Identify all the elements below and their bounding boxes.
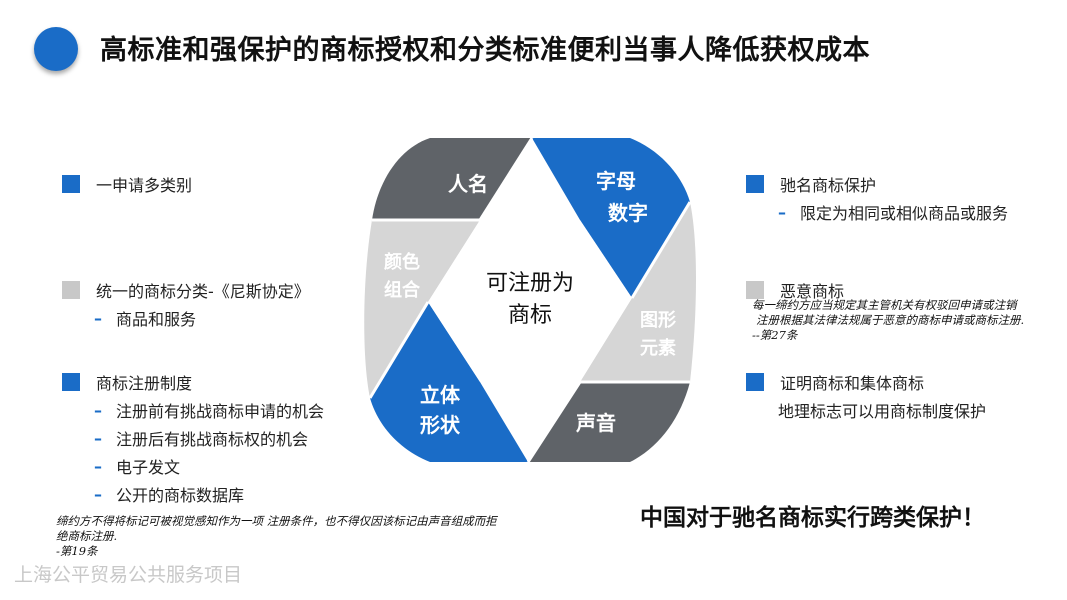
right-plain-text: 地理标志可以用商标制度保护 <box>778 402 987 421</box>
left-sub-item: – 注册前有挑战商标申请的机会 <box>94 398 324 422</box>
center-label: 可注册为 <box>486 271 574 296</box>
segment-label: 声音 <box>575 411 616 435</box>
title-bullet-circle <box>34 27 78 71</box>
note-line: 绝商标注册. <box>56 529 118 543</box>
trademark-types-diagram: 可注册为 商标 人名 字母 数字 图形 元素 声音 立体 形状 颜色 组合 <box>364 137 696 463</box>
segment-label: 数字 <box>608 201 648 225</box>
slogan: 中国对于驰名商标实行跨类保护！ <box>640 505 985 531</box>
sub-item-label: 限定为相同或相似商品或服务 <box>800 204 1009 223</box>
dash-icon: – <box>778 202 786 222</box>
left-item-label: 一申请多类别 <box>96 176 193 195</box>
segment-dividers <box>368 137 692 463</box>
left-item-classification: 统一的商标分类-《尼斯协定》 <box>62 278 310 302</box>
sub-item-label: 公开的商标数据库 <box>116 486 245 505</box>
left-article-note: 缔约方不得将标记可被视觉感知作为一项 注册条件，也不得仅因该标记由声音组成而拒 … <box>56 514 497 559</box>
left-sub-item: – 电子发文 <box>94 454 180 478</box>
segment-label: 图形 <box>640 310 676 331</box>
segment-label: 字母 <box>596 169 636 193</box>
segment-label: 元素 <box>640 338 676 359</box>
page-title: 高标准和强保护的商标授权和分类标准便利当事人降低获权成本 <box>100 35 870 66</box>
center-hexagon <box>428 220 632 382</box>
note-line: 缔约方不得将标记可被视觉感知作为一项 注册条件，也不得仅因该标记由声音组成而拒 <box>56 514 497 528</box>
right-item-label: 恶意商标 <box>780 282 845 301</box>
segment-label: 人名 <box>448 172 488 196</box>
left-item-multiclass: 一申请多类别 <box>62 172 192 196</box>
right-sub-item: – 限定为相同或相似商品或服务 <box>778 200 1008 224</box>
right-item-label: 证明商标和集体商标 <box>780 374 925 393</box>
segment-label: 形状 <box>420 413 461 437</box>
sub-item-label: 电子发文 <box>116 458 181 477</box>
note-line: --第27条 <box>752 328 798 342</box>
dash-icon: – <box>94 308 102 328</box>
left-sub-item: – 公开的商标数据库 <box>94 482 244 506</box>
right-item-well-known: 驰名商标保护 <box>746 172 876 196</box>
dash-icon: – <box>94 428 102 448</box>
dash-icon: – <box>94 400 102 420</box>
note-line: 每一缔约方应当规定其主管机关有权驳回申请或注销 <box>752 298 1017 312</box>
center-label: 商标 <box>508 303 552 328</box>
left-sub-item: – 注册后有挑战商标权的机会 <box>94 426 308 450</box>
right-item-cert-collective: 证明商标和集体商标 <box>746 370 924 394</box>
left-sub-goods-services: – 商品和服务 <box>94 306 196 330</box>
dash-icon: – <box>94 456 102 476</box>
blue-square-icon <box>746 175 764 193</box>
dash-icon: – <box>94 484 102 504</box>
right-item-label: 驰名商标保护 <box>780 176 877 195</box>
right-item-bad-faith: 恶意商标 <box>746 278 844 302</box>
segment-3d-shape <box>370 302 528 462</box>
segment-graphic-elements <box>580 202 696 382</box>
blue-square-icon <box>746 373 764 391</box>
segment-letters-numbers <box>532 138 690 298</box>
left-item-registration-system: 商标注册制度 <box>62 370 192 394</box>
blue-square-icon <box>62 175 80 193</box>
sub-item-label: 商品和服务 <box>116 310 197 329</box>
left-item-label: 商标注册制度 <box>96 374 193 393</box>
blue-square-icon <box>62 373 80 391</box>
left-item-label: 统一的商标分类-《尼斯协定》 <box>96 282 310 301</box>
right-article-note: 每一缔约方应当规定其主管机关有权驳回申请或注销 注册根据其法律法规属于恶意的商标… <box>752 298 1024 343</box>
gray-square-icon <box>746 281 764 299</box>
sub-item-label: 注册后有挑战商标权的机会 <box>116 430 309 449</box>
note-line: -第19条 <box>56 544 98 558</box>
footer-watermark: 上海公平贸易公共服务项目 <box>14 564 243 586</box>
note-line: 注册根据其法律法规属于恶意的商标申请或商标注册. <box>756 313 1025 327</box>
gray-square-icon <box>62 281 80 299</box>
segment-label: 颜色 <box>384 251 420 273</box>
segment-label: 立体 <box>420 383 461 407</box>
sub-item-label: 注册前有挑战商标申请的机会 <box>116 402 325 421</box>
segment-label: 组合 <box>384 279 421 301</box>
